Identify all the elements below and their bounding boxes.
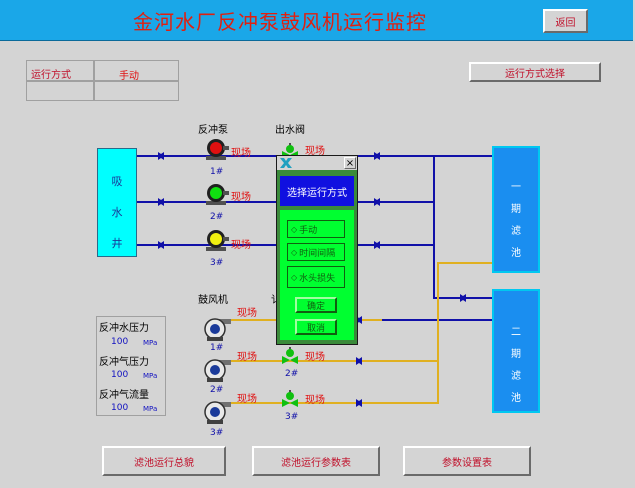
- pool-char: 滤: [511, 226, 521, 237]
- pump-2-number: 2#: [210, 212, 224, 222]
- valve-marker: [374, 152, 380, 160]
- phase1-filter-pool: 一 期 滤 池: [492, 146, 540, 273]
- gauge-label: 反冲气压力: [99, 357, 149, 368]
- mode-empty-cell-2: [94, 81, 179, 101]
- pool-char: 滤: [511, 371, 521, 382]
- gauge-unit: MPa: [143, 372, 158, 380]
- gauge-value: 100: [111, 370, 129, 380]
- mode-label: 运行方式: [31, 70, 71, 81]
- suction-well: 吸 水 井: [97, 148, 137, 257]
- blower-2-number: 2#: [210, 385, 224, 395]
- pump-3-number: 3#: [210, 258, 224, 268]
- pool-char: 池: [511, 393, 521, 404]
- pump-1-icon[interactable]: [203, 138, 229, 162]
- blower-2-status: 现场: [237, 352, 257, 363]
- air-valve-3-icon[interactable]: [282, 390, 298, 408]
- blower-2-icon[interactable]: [203, 358, 231, 382]
- gauge-unit: MPa: [143, 339, 158, 347]
- air-valve-2-number: 2#: [285, 369, 299, 379]
- mode-select-dialog: × 选择运行方式 ◇ 手动 ◇ 时间间隔 ◇ 水头损失 确定 取消: [276, 155, 358, 345]
- mode-empty-cell-1: [26, 81, 94, 101]
- option-radio-icon: ◇: [291, 247, 298, 257]
- pump-group-label: 反冲泵: [198, 125, 228, 136]
- param-settings-button[interactable]: 参数设置表: [403, 446, 531, 476]
- gauge-label: 反冲水压力: [99, 323, 149, 334]
- valve-marker: [356, 357, 362, 365]
- cancel-button[interactable]: 取消: [295, 319, 337, 335]
- option-manual[interactable]: ◇ 手动: [287, 220, 345, 238]
- option-head-loss[interactable]: ◇ 水头损失: [287, 266, 345, 288]
- blower-3-icon[interactable]: [203, 400, 231, 424]
- outlet-valve-label: 出水阀: [275, 125, 305, 136]
- air-pipe-3: [222, 402, 438, 404]
- gauge-label: 反冲气流量: [99, 390, 149, 401]
- pool-char: 二: [511, 327, 521, 338]
- mode-label-cell: [26, 60, 94, 81]
- valve-marker: [374, 241, 380, 249]
- mode-value-cell: [94, 60, 179, 81]
- water-pipe-phase2-lower: [380, 319, 492, 321]
- valve-marker: [158, 241, 164, 249]
- valve-marker: [460, 294, 466, 302]
- header-bar: [0, 0, 633, 41]
- pool-char: 期: [511, 204, 521, 215]
- pump-3-status: 现场: [231, 240, 251, 251]
- dialog-app-icon: [279, 157, 293, 169]
- dialog-titlebar: [277, 156, 357, 170]
- blower-group-label: 鼓风机: [198, 295, 228, 306]
- blower-3-number: 3#: [210, 428, 224, 438]
- outlet-valve-1-status: 现场: [305, 146, 325, 157]
- valve-marker: [158, 152, 164, 160]
- filter-params-table-button[interactable]: 滤池运行参数表: [252, 446, 380, 476]
- pump-1-status: 现场: [231, 148, 251, 159]
- air-valve-3-number: 3#: [285, 412, 299, 422]
- filter-overview-button[interactable]: 滤池运行总貌: [102, 446, 226, 476]
- gauge-panel: [96, 316, 166, 416]
- option-label: 水头损失: [299, 273, 336, 284]
- option-label: 时间间隔: [299, 248, 336, 259]
- dialog-close-button[interactable]: ×: [344, 157, 356, 169]
- air-riser: [437, 262, 439, 404]
- water-riser: [433, 155, 435, 298]
- pump-3-icon[interactable]: [203, 229, 229, 253]
- gauge-value: 100: [111, 337, 129, 347]
- dialog-title: 选择运行方式: [280, 176, 354, 206]
- air-valve-2-icon[interactable]: [282, 347, 298, 365]
- valve-marker: [356, 316, 362, 324]
- back-button[interactable]: 返回: [543, 9, 588, 33]
- blower-1-status: 现场: [237, 308, 257, 319]
- pool-char: 期: [511, 349, 521, 360]
- gauge-value: 100: [111, 403, 129, 413]
- mode-value: 手动: [119, 71, 139, 82]
- pool-char: 池: [511, 248, 521, 259]
- valve-marker: [374, 198, 380, 206]
- option-label: 手动: [299, 225, 318, 236]
- blower-1-icon[interactable]: [203, 317, 231, 341]
- page-title: 金河水厂反冲泵鼓风机运行监控: [133, 10, 427, 34]
- air-pipe-phase1: [437, 262, 492, 264]
- option-time-interval[interactable]: ◇ 时间间隔: [287, 243, 345, 261]
- air-pipe-2: [222, 360, 438, 362]
- valve-marker: [356, 399, 362, 407]
- phase2-filter-pool: 二 期 滤 池: [492, 289, 540, 413]
- option-radio-icon: ◇: [291, 272, 298, 282]
- well-char: 井: [111, 237, 123, 250]
- pool-char: 一: [511, 182, 521, 193]
- pump-2-status: 现场: [231, 192, 251, 203]
- gauge-unit: MPa: [143, 405, 158, 413]
- valve-marker: [158, 198, 164, 206]
- air-valve-3-status: 现场: [305, 395, 325, 406]
- confirm-button[interactable]: 确定: [295, 297, 337, 313]
- well-char: 吸: [111, 175, 123, 188]
- option-radio-icon: ◇: [291, 224, 298, 234]
- well-char: 水: [111, 206, 123, 219]
- blower-3-status: 现场: [237, 394, 257, 405]
- blower-1-number: 1#: [210, 343, 224, 353]
- pump-1-number: 1#: [210, 167, 224, 177]
- air-valve-2-status: 现场: [305, 352, 325, 363]
- mode-select-button[interactable]: 运行方式选择: [469, 62, 601, 82]
- pump-2-icon[interactable]: [203, 183, 229, 207]
